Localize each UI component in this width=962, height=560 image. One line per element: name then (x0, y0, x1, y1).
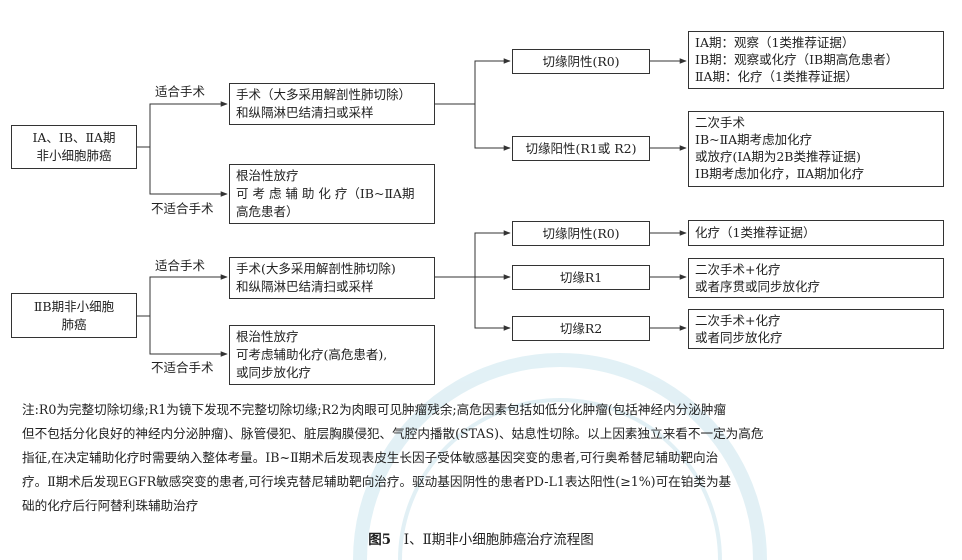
f2-no-surgery-box: 根治性放疗 可考虑辅助化疗(高危患者), 或同步放化疗 (229, 325, 435, 385)
f1-r12-label: 切缘阳性(R1或 R2) (525, 140, 637, 156)
f2-surgery-box: 手术(大多采用解剖性肺切除) 和纵隔淋巴结清扫或采样 (229, 257, 435, 299)
footnote-line: 疗。Ⅱ期术后发现EGFR敏感突变的患者,可行埃克替尼辅助靶向治疗。驱动基因阴性的… (22, 474, 732, 489)
footnote: 注:R0为完整切除切缘;R1为镜下发现不完整切除切缘;R2为肉眼可见肿瘤残余;高… (22, 398, 940, 518)
f2-r1-result-box: 二次手术+化疗 或者序贯或同步放化疗 (688, 258, 944, 298)
f1-no-surgery-line: 可 考 虑 辅 助 化 疗（ⅠB~ⅡA期 (236, 186, 415, 201)
f1-start-line: 非小细胞肺癌 (36, 148, 112, 163)
footnote-line: 注:R0为完整切除切缘;R1为镜下发现不完整切除切缘;R2为肉眼可见肿瘤残余;高… (22, 402, 727, 417)
f1-r0-result-line: ⅠB期：观察或化疗（ⅠB期高危患者） (695, 52, 899, 67)
footnote-line: 但不包括分化良好的神经内分泌肿瘤)、脉管侵犯、脏层胸膜侵犯、气腔内播散(STAS… (22, 426, 764, 441)
f2-no-surgery-line: 或同步放化疗 (236, 365, 312, 380)
figure-caption: 图5 Ⅰ、Ⅱ期非小细胞肺癌治疗流程图 (0, 528, 962, 548)
f2-r2-result-line: 二次手术+化疗 (695, 313, 781, 328)
f2-r2-box: 切缘R2 (512, 316, 650, 341)
f1-start-box: ⅠA、ⅠB、ⅡA期 非小细胞肺癌 (11, 125, 137, 169)
f1-r12-result-line: ⅠB期考虑加化疗，ⅡA期加化疗 (695, 166, 865, 181)
figure-number: 图5 (368, 532, 392, 548)
connector-f2-surgery-r0 (435, 230, 511, 278)
f1-r12-result-line: 或放疗(ⅠA期为2B类推荐证据) (695, 149, 861, 164)
f2-r1-result-line: 二次手术+化疗 (695, 262, 781, 277)
connector-f2-surgery-r2 (474, 277, 511, 331)
f2-r1-label: 切缘R1 (559, 269, 603, 285)
f2-r2-result-box: 二次手术+化疗 或者同步放化疗 (688, 309, 944, 349)
f2-no-surgery-line: 根治性放疗 (236, 329, 299, 344)
f2-r1-box: 切缘R1 (512, 265, 650, 290)
f1-r12-box: 切缘阳性(R1或 R2) (512, 136, 650, 161)
connector-f1-start-surgery (137, 101, 228, 148)
f1-no-surgery-line: 高危患者） (236, 204, 299, 219)
f2-surgery-line: 和纵隔淋巴结清扫或采样 (236, 279, 374, 294)
f1-r0-label: 切缘阴性(R0) (542, 53, 620, 69)
f1-r0-result-box: ⅠA期：观察（1类推荐证据） ⅠB期：观察或化疗（ⅠB期高危患者） ⅡA期：化疗… (688, 31, 944, 89)
f1-surgery-box: 手术（大多采用解剖性肺切除） 和纵隔淋巴结清扫或采样 (229, 83, 435, 125)
f1-r0-box: 切缘阴性(R0) (512, 49, 650, 74)
f1-surgery-line: 手术（大多采用解剖性肺切除） (236, 87, 412, 102)
connector-f1-start-nosurgery (149, 147, 228, 197)
f2-r0-box: 切缘阴性(R0) (512, 221, 650, 246)
f2-start-line: ⅡB期非小细胞 (33, 298, 115, 314)
connector-f1-surgery-r12 (474, 104, 511, 151)
footnote-line: 指征,在决定辅助化疗时需要纳入整体考量。ⅠB~Ⅱ期术后发现表皮生长因子受体敏感基… (22, 450, 719, 465)
f2-r0-label: 切缘阴性(R0) (542, 225, 620, 241)
f1-surgery-line: 和纵隔淋巴结清扫或采样 (236, 105, 374, 120)
f2-r2-label: 切缘R2 (559, 320, 603, 336)
f1-label-surgery: 适合手术 (153, 84, 208, 100)
f2-start-box: ⅡB期非小细胞 肺癌 (11, 293, 137, 338)
f1-r12-result-box: 二次手术 ⅠB~ⅡA期考虑加化疗 或放疗(ⅠA期为2B类推荐证据) ⅠB期考虑加… (688, 111, 944, 187)
connector-f2-start-surgery (137, 274, 228, 317)
f1-no-surgery-line: 根治性放疗 (236, 168, 299, 183)
f1-r12-result-line: ⅠB~ⅡA期考虑加化疗 (695, 132, 813, 147)
f2-surgery-line: 手术(大多采用解剖性肺切除) (236, 261, 396, 276)
f1-r0-result-line: ⅡA期：化疗（1类推荐证据） (695, 69, 858, 84)
f2-label-surgery: 适合手术 (153, 258, 208, 274)
f2-r2-result-line: 或者同步放化疗 (695, 330, 783, 345)
f2-r0-result-box: 化疗（1类推荐证据） (688, 220, 944, 246)
f2-r0-result-line: 化疗（1类推荐证据） (695, 225, 816, 240)
f2-start-line: 肺癌 (61, 316, 87, 332)
f1-r12-result-line: 二次手术 (695, 115, 746, 130)
f1-no-surgery-box: 根治性放疗 可 考 虑 辅 助 化 疗（ⅠB~ⅡA期 高危患者） (229, 164, 435, 224)
f2-no-surgery-line: 可考虑辅助化疗(高危患者), (236, 347, 388, 362)
f2-label-no-surgery: 不适合手术 (149, 360, 216, 376)
f1-start-line: ⅠA、ⅠB、ⅡA期 (32, 130, 116, 145)
connector-f1-surgery-r0 (435, 58, 511, 105)
f2-r1-result-line: 或者序贯或同步放化疗 (695, 279, 821, 294)
connector-f2-start-nosurgery (149, 316, 228, 357)
f1-label-no-surgery: 不适合手术 (149, 201, 216, 217)
footnote-line: 础的化疗后行阿替利珠辅助治疗 (22, 498, 199, 513)
f1-r0-result-line: ⅠA期：观察（1类推荐证据） (695, 35, 855, 50)
figure-title: Ⅰ、Ⅱ期非小细胞肺癌治疗流程图 (403, 532, 594, 548)
